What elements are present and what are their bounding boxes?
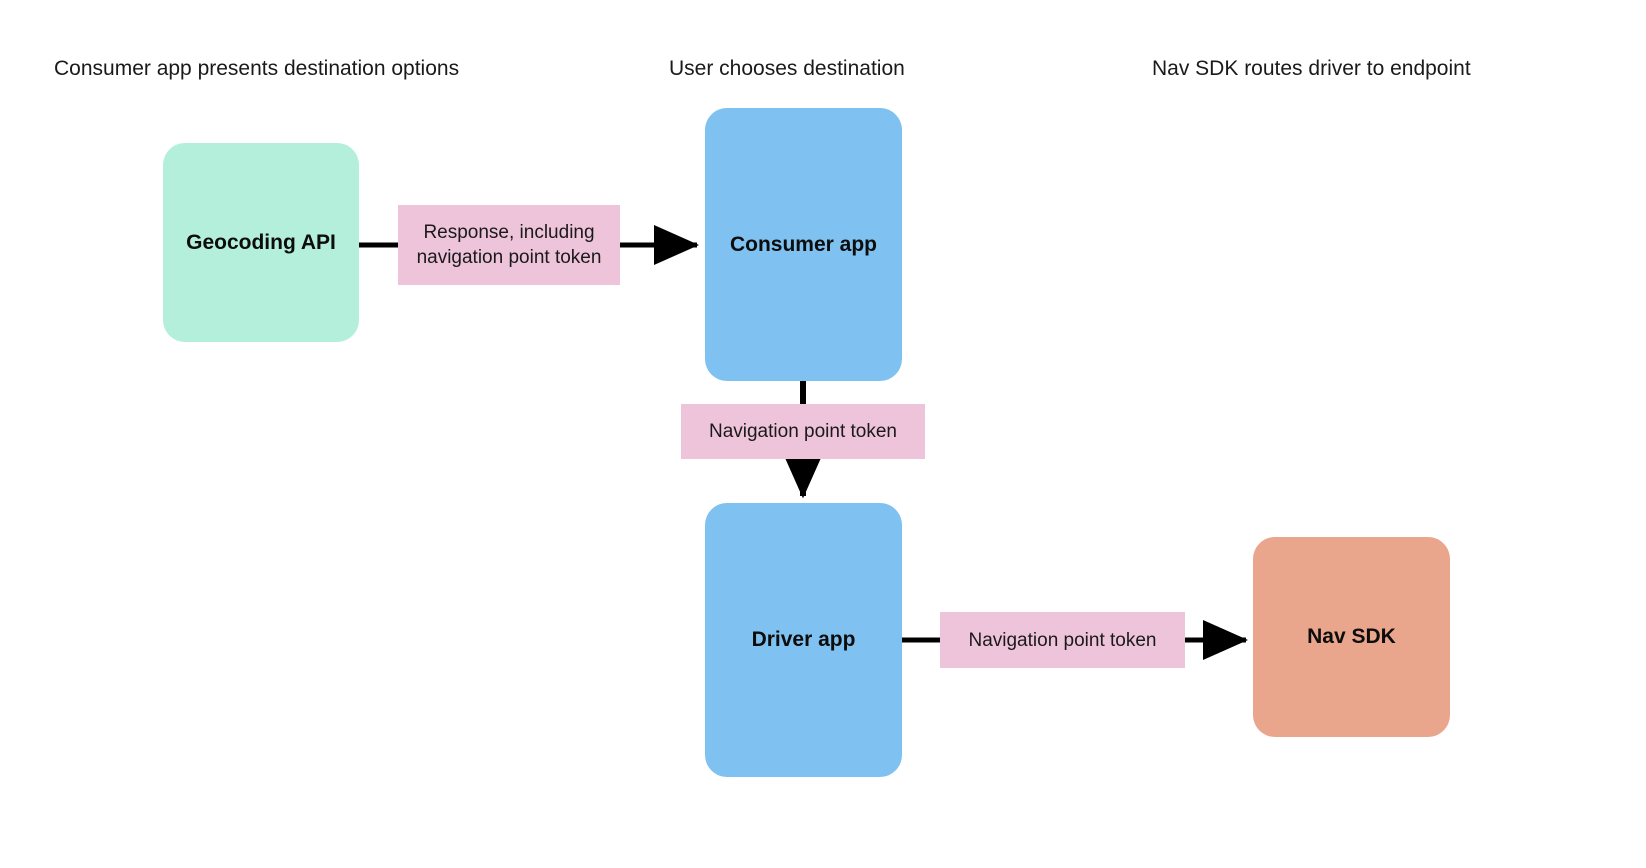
edge-label-driver-to-navsdk: Navigation point token [940, 612, 1185, 668]
node-geocoding-api-label: Geocoding API [186, 230, 336, 254]
edge-label-driver-to-navsdk-text: Navigation point token [968, 629, 1157, 651]
column-header-consumer-app: Consumer app presents destination option… [54, 57, 460, 80]
node-geocoding-api[interactable]: Geocoding API [163, 143, 359, 342]
edge-label-consumer-to-driver: Navigation point token [681, 404, 925, 459]
column-header-nav-sdk: Nav SDK routes driver to endpoint [1152, 57, 1471, 80]
node-consumer-app-label: Consumer app [729, 232, 878, 256]
edge-label-geocoding-to-consumer-text: Response, including navigation point tok… [416, 222, 602, 268]
node-driver-app[interactable]: Driver app [705, 503, 902, 777]
node-nav-sdk[interactable]: Nav SDK [1253, 537, 1450, 737]
node-consumer-app[interactable]: Consumer app [705, 108, 902, 381]
column-header-user-chooses: User chooses destination [669, 57, 905, 80]
edge-label-consumer-to-driver-text: Navigation point token [708, 421, 897, 442]
node-driver-app-label: Driver app [751, 628, 856, 651]
edge-label-geocoding-to-consumer: Response, including navigation point tok… [398, 205, 620, 285]
node-nav-sdk-label: Nav SDK [1307, 625, 1396, 648]
